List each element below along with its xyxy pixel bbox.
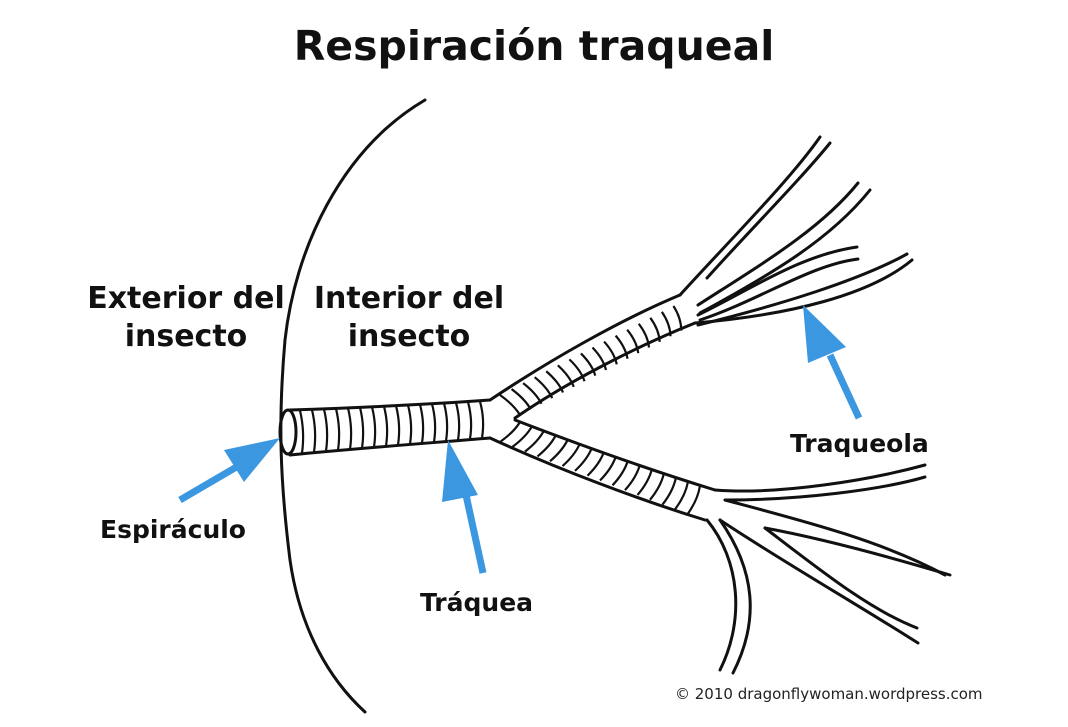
- trachea-ring: [499, 394, 521, 416]
- trachea-ring: [511, 425, 533, 448]
- trachea-ring: [545, 370, 565, 393]
- trachea-ring: [466, 401, 473, 440]
- trachea-ring: [586, 451, 606, 477]
- trachea-ring: [334, 408, 341, 451]
- trachea-ring: [310, 409, 317, 453]
- trachea-ring: [660, 311, 672, 337]
- trachea-ring: [442, 403, 449, 442]
- trachea-ring: [672, 305, 683, 331]
- spiracle-opening: [278, 408, 298, 456]
- trachea-ring: [661, 477, 678, 506]
- trachea-ring: [536, 434, 557, 458]
- trachea-ring: [524, 429, 545, 453]
- trachea-ring: [346, 407, 353, 450]
- tracheole-label: Traqueola: [790, 429, 929, 458]
- trachea-ring: [603, 340, 618, 365]
- trachea-ring: [599, 455, 618, 482]
- trachea-ring: [418, 404, 425, 444]
- trachea-ring: [557, 364, 575, 388]
- upper-branch-bottom: [513, 321, 697, 420]
- trachea-ring: [624, 464, 642, 491]
- trachea-ring: [322, 409, 329, 452]
- trachea-ring: [649, 472, 666, 501]
- trachea-ring: [637, 323, 651, 348]
- trachea-ring: [533, 376, 554, 399]
- trachea-ring: [478, 401, 485, 439]
- trachea-ring: [568, 358, 586, 382]
- trachea-ring: [370, 406, 377, 448]
- trachea-ring: [614, 334, 629, 359]
- copyright-notice: © 2010 dragonflywoman.wordpress.com: [675, 685, 983, 703]
- interior-label: Interior del insecto: [313, 281, 505, 354]
- trachea-ring: [394, 405, 401, 446]
- spiracle-arrow: [178, 438, 280, 504]
- trachea-ring: [510, 388, 532, 410]
- trachea-ring: [454, 402, 461, 441]
- trachea-ring: [561, 442, 582, 467]
- trachea-ring: [574, 447, 594, 472]
- trachea-tube-top: [288, 398, 492, 412]
- trachea-ring: [580, 352, 597, 376]
- trachea-tube-bottom: [288, 436, 492, 457]
- trachea-ring: [499, 421, 521, 443]
- trachea-ring: [591, 346, 608, 371]
- trachea-ring: [626, 328, 640, 354]
- spiracle-label: Espiráculo: [100, 515, 246, 544]
- trachea-ring: [358, 407, 365, 449]
- trachea-ring: [674, 481, 690, 511]
- upper-branch-top: [488, 293, 682, 402]
- trachea-ring: [686, 485, 702, 515]
- tracheole-arrow: [803, 305, 863, 420]
- lower-branch-top: [513, 418, 717, 492]
- diagram-title: Respiración traqueal: [293, 22, 775, 70]
- trachea-arrow: [442, 440, 487, 574]
- trachea-ring: [522, 382, 543, 405]
- trachea-rings: [298, 305, 702, 515]
- trachea-ring: [636, 468, 654, 496]
- trachea-ring: [298, 410, 305, 454]
- trachea-label: Tráquea: [420, 588, 534, 617]
- exterior-label: Exterior del insecto: [87, 281, 285, 354]
- trachea-ring: [611, 459, 630, 487]
- trachea-ring: [649, 317, 661, 342]
- trachea-ring: [382, 406, 389, 447]
- trachea-ring: [549, 438, 570, 463]
- lower-branch-bottom: [488, 436, 707, 522]
- trachea-ring: [406, 404, 413, 445]
- trachea-ring: [430, 403, 437, 443]
